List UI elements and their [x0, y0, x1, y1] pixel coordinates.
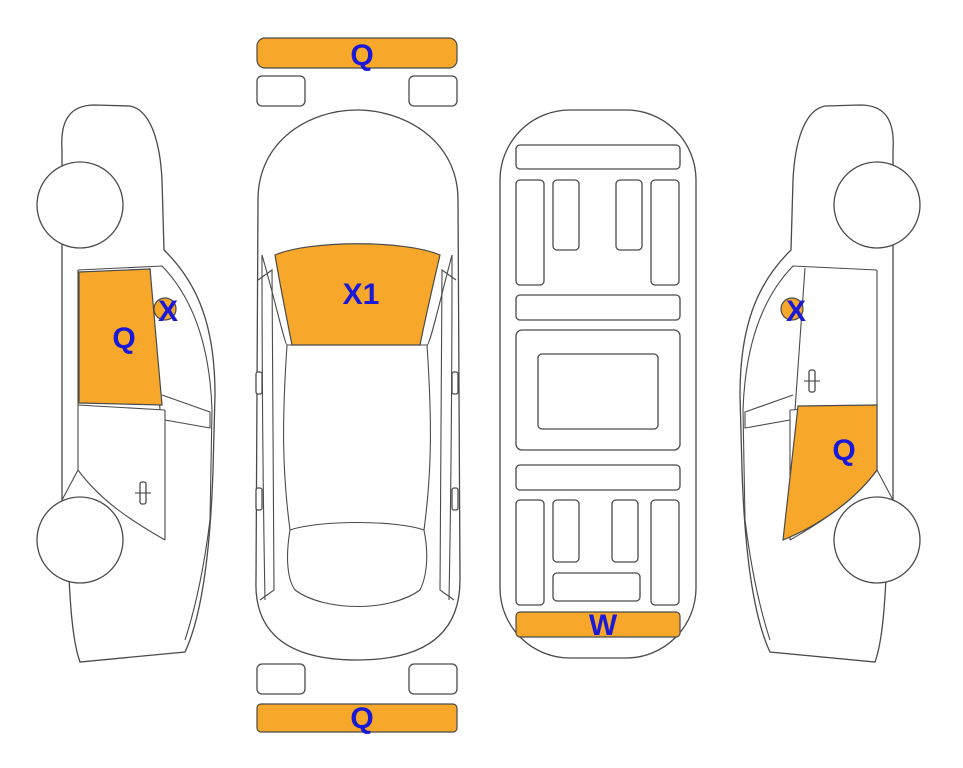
bottom-view — [499, 109, 697, 659]
roof-rear-panel-damage — [515, 611, 681, 638]
front-bumper-damage — [256, 37, 458, 69]
rear-bumper-label: Q — [350, 702, 373, 735]
right-mirror-damage — [780, 297, 804, 321]
left-side-view — [36, 104, 216, 663]
top-view — [255, 37, 461, 733]
windshield-damage — [274, 243, 441, 346]
right-rear-door-label: Q — [832, 434, 855, 467]
rear-bumper-damage — [256, 703, 458, 733]
roof-rear-panel-label: W — [589, 609, 618, 642]
right-mirror-label: X — [786, 295, 806, 328]
right-side-view — [739, 104, 921, 663]
front-bumper-label: Q — [350, 39, 373, 72]
left-front-door-damage — [78, 268, 163, 406]
damage-labels: Q X1 Q W Q X X Q — [112, 39, 855, 735]
left-mirror-label: X — [158, 295, 178, 328]
windshield-label: X1 — [343, 278, 380, 311]
right-rear-door-damage — [782, 404, 878, 541]
left-mirror-damage — [153, 297, 177, 321]
left-front-door-label: Q — [112, 322, 135, 355]
